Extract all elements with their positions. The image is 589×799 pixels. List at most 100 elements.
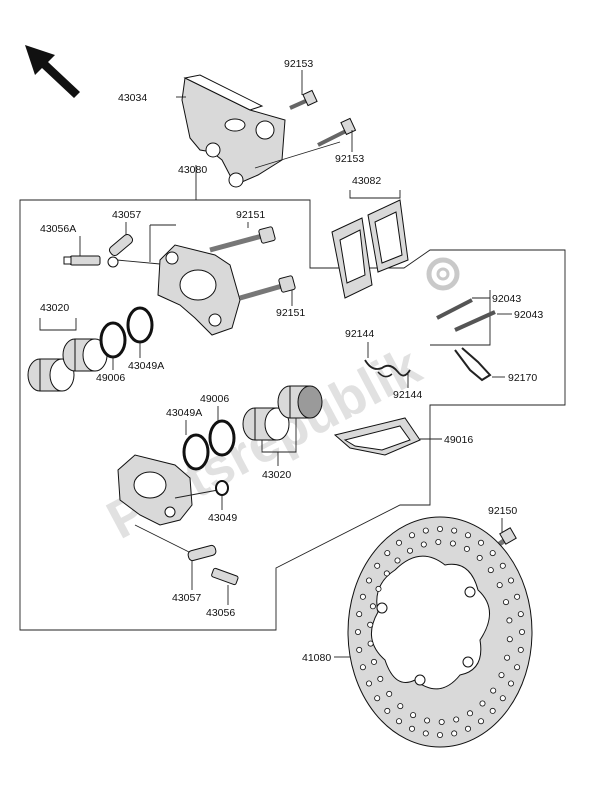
disc-hole — [453, 716, 460, 723]
label-43082: 43082 — [352, 175, 381, 187]
label-92170: 92170 — [508, 372, 537, 384]
disc-hole — [410, 712, 417, 719]
disc-hole — [394, 557, 401, 564]
label-92043-a: 92043 — [492, 293, 521, 305]
label-43057-lower: 43057 — [172, 592, 201, 604]
disc-hole — [476, 554, 483, 561]
clip-92170 — [454, 347, 492, 382]
bleeder-valve-lower — [211, 567, 239, 586]
label-49006-upper: 49006 — [96, 372, 125, 384]
disc-hole — [464, 725, 471, 732]
bleeder-cap-lower — [187, 544, 217, 562]
disc-hole — [451, 730, 458, 737]
disc-hole — [356, 646, 363, 653]
disc-hole — [369, 603, 376, 610]
brake-disc-41080 — [347, 516, 533, 748]
disc-hole — [438, 719, 445, 726]
brake-pad-a — [331, 217, 373, 299]
disc-hole — [375, 585, 382, 592]
label-49016: 49016 — [444, 434, 473, 446]
disc-hole — [506, 636, 513, 643]
label-43034: 43034 — [118, 92, 147, 104]
washer-43049 — [215, 480, 229, 496]
disc-hole — [489, 550, 496, 557]
disc-hole — [367, 640, 374, 647]
seal-49006-upper — [99, 321, 127, 359]
label-43049: 43049 — [208, 512, 237, 524]
disc-hole — [365, 577, 372, 584]
disc-hole — [504, 654, 511, 661]
disc-hole — [519, 629, 526, 636]
disc-hole — [436, 732, 443, 739]
disc-hole — [354, 629, 361, 636]
piston-43020-c — [242, 407, 290, 441]
spring-92144 — [364, 359, 411, 378]
disc-hole — [502, 599, 509, 606]
label-92043-b: 92043 — [514, 309, 543, 321]
label-92151-upper: 92151 — [236, 209, 265, 221]
disc-hole — [370, 658, 377, 665]
disc-hole — [449, 540, 456, 547]
disc-hole — [514, 593, 521, 600]
label-41080: 41080 — [302, 652, 331, 664]
caliper-upper — [157, 244, 241, 336]
disc-hole — [507, 680, 514, 687]
disc-hole — [420, 541, 427, 548]
disc-hole — [477, 718, 484, 725]
disc-hole — [365, 680, 372, 687]
disc-hole — [435, 539, 442, 546]
disc-hole — [422, 730, 429, 737]
disc-hole — [451, 527, 458, 534]
seal-49006-lower — [208, 419, 236, 457]
bleeder-cap-upper — [107, 233, 134, 268]
label-92153-lower: 92153 — [335, 153, 364, 165]
label-92144-lower: 92144 — [393, 389, 422, 401]
disc-hole — [384, 550, 391, 557]
pad-spring-49016 — [333, 417, 421, 456]
disc-hole — [436, 526, 443, 533]
disc-hole — [477, 539, 484, 546]
label-43080: 43080 — [178, 164, 207, 176]
pad-pin-92043-a — [436, 298, 473, 320]
label-92153-upper: 92153 — [284, 58, 313, 70]
disc-hole — [395, 718, 402, 725]
seal-43049A-lower — [182, 433, 210, 471]
disc-hole — [514, 664, 521, 671]
disc-hole — [408, 725, 415, 732]
disc-hole — [374, 562, 381, 569]
direction-arrow-icon — [25, 45, 80, 98]
pin-group-frame — [430, 290, 491, 346]
disc-hole — [359, 593, 366, 600]
disc-hole — [384, 707, 391, 714]
disc-hole — [463, 545, 470, 552]
piston-43020-b — [62, 338, 108, 372]
brake-pad-b — [367, 199, 409, 273]
label-43057-upper: 43057 — [112, 209, 141, 221]
disc-hole — [517, 611, 524, 618]
disc-hole — [464, 532, 471, 539]
disc-hole — [487, 567, 494, 574]
label-43049A-upper: 43049A — [128, 360, 164, 372]
disc-holes — [354, 526, 526, 739]
label-43020-lower: 43020 — [262, 469, 291, 481]
disc-hole — [466, 710, 473, 717]
disc-hole — [383, 570, 390, 577]
disc-hole — [490, 687, 497, 694]
caliper-bracket — [181, 74, 286, 188]
disc-hole — [506, 617, 513, 624]
piston-43020-a — [27, 358, 75, 392]
disc-hole — [397, 703, 404, 710]
disc-hole — [499, 562, 506, 569]
disc-hole — [499, 695, 506, 702]
caliper-lower — [117, 454, 193, 526]
caliper-assembly-frame-top — [20, 165, 197, 201]
disc-hole — [498, 672, 505, 679]
disc-hole — [424, 717, 431, 724]
disc-hole — [408, 532, 415, 539]
piston-43020-d — [277, 385, 323, 419]
disc-hole — [507, 577, 514, 584]
disc-hole — [386, 690, 393, 697]
label-43020-upper: 43020 — [40, 302, 69, 314]
disc-hole — [367, 621, 374, 628]
